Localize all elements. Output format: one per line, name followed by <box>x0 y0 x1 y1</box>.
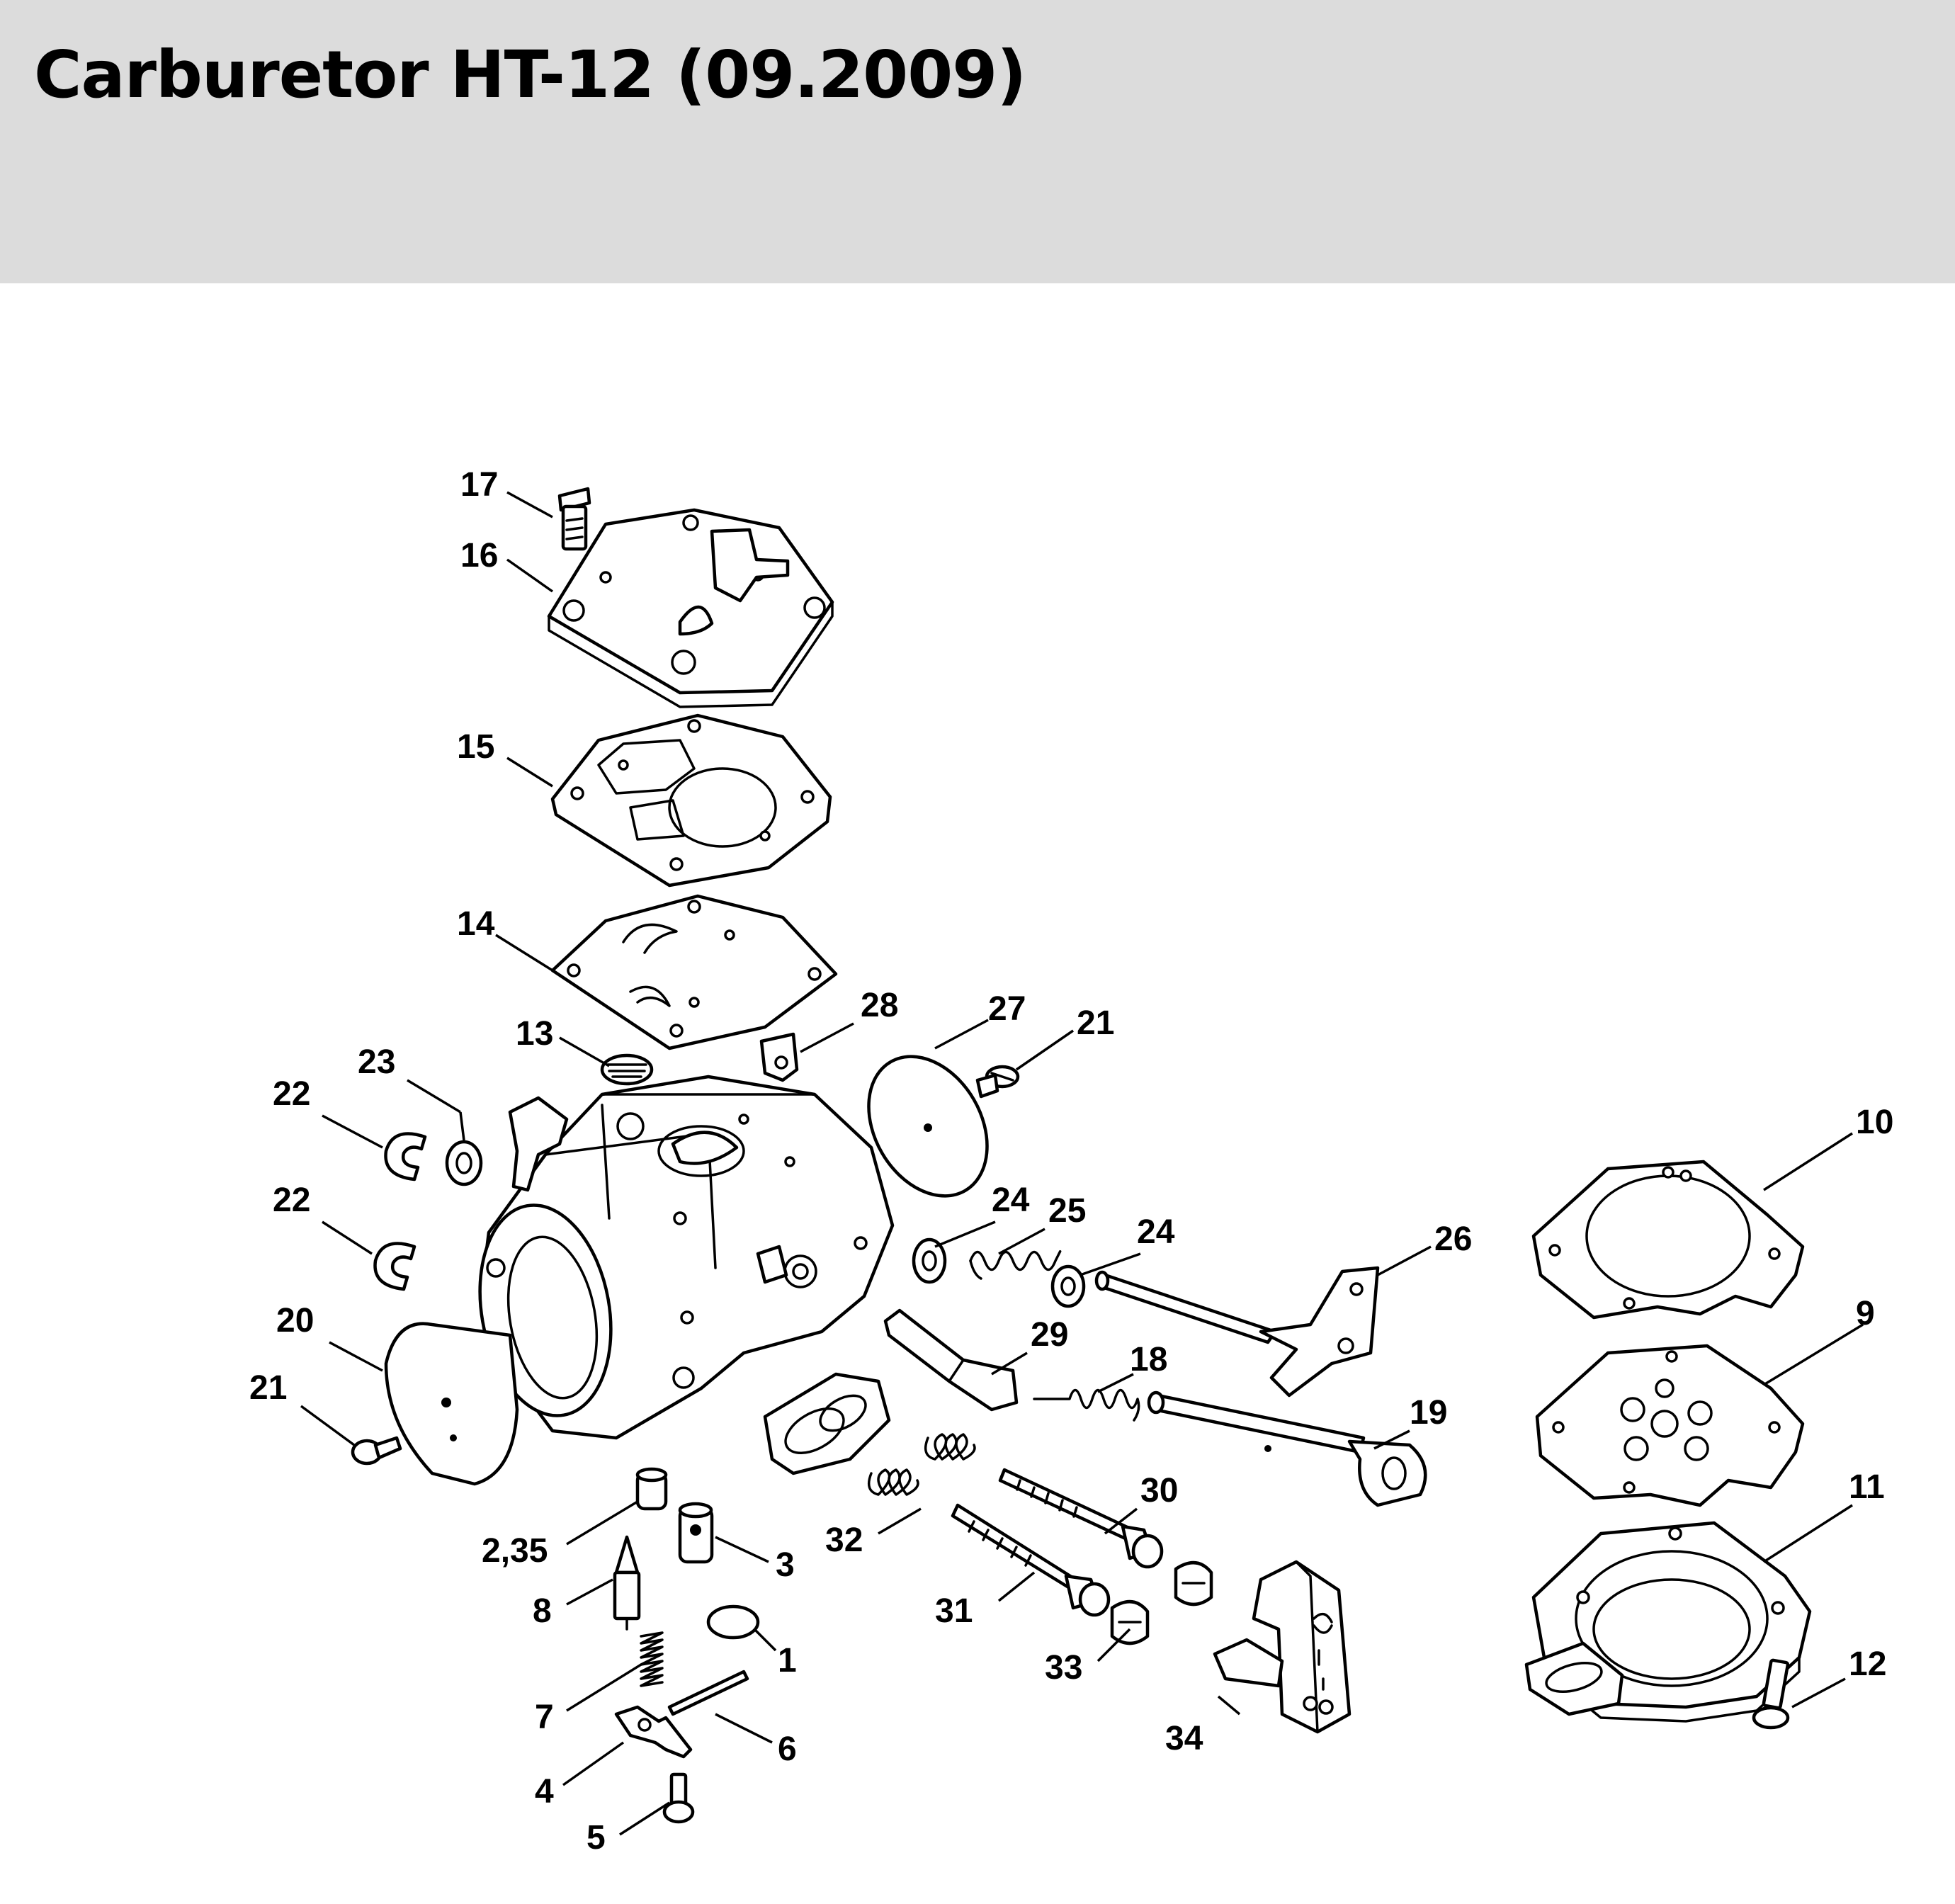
part-11-metering-cover[interactable] <box>1524 1521 1812 1723</box>
callout-18: 18 <box>1130 1341 1167 1378</box>
part-21-screw-left[interactable] <box>351 1436 402 1466</box>
callout-15: 15 <box>457 728 494 766</box>
part-19-choke-shaft[interactable] <box>1147 1390 1427 1507</box>
callout-21-left: 21 <box>249 1369 287 1407</box>
callout-22-top: 22 <box>273 1075 310 1113</box>
part-16-pump-cover[interactable] <box>547 508 834 708</box>
part-32-spring-lower[interactable] <box>867 1468 919 1496</box>
part-17-screw[interactable] <box>557 487 591 551</box>
part-32-spring-upper[interactable] <box>924 1433 976 1461</box>
callout-32: 32 <box>825 1522 863 1559</box>
part-30-adjusting-screw[interactable] <box>998 1468 1164 1569</box>
part-carburetor-body <box>478 1075 895 1475</box>
part-14-pump-diaphragm[interactable] <box>550 894 838 1050</box>
part-9-metering-diaphragm[interactable] <box>1535 1344 1805 1507</box>
callout-4: 4 <box>535 1773 554 1810</box>
part-15-gasket[interactable] <box>550 713 832 888</box>
callout-1: 1 <box>778 1642 797 1679</box>
callout-10: 10 <box>1856 1104 1893 1141</box>
part-12-screw[interactable] <box>1752 1658 1790 1730</box>
callout-22-bottom: 22 <box>273 1182 310 1219</box>
callout-9: 9 <box>1856 1295 1875 1332</box>
callout-24-left: 24 <box>992 1182 1030 1219</box>
part-28-retainer[interactable] <box>759 1032 799 1082</box>
part-34-limiter-plate[interactable] <box>1213 1560 1352 1734</box>
callout-14: 14 <box>457 905 495 943</box>
part-31-adjusting-screw[interactable] <box>951 1503 1111 1617</box>
part-29-lever[interactable] <box>883 1308 1019 1412</box>
callout-31: 31 <box>935 1592 973 1630</box>
callout-33: 33 <box>1045 1649 1082 1687</box>
part-24-washer-left[interactable] <box>912 1237 947 1284</box>
callout-25: 25 <box>1048 1192 1086 1230</box>
callout-6: 6 <box>778 1730 797 1768</box>
part-23-washer[interactable] <box>445 1140 483 1186</box>
part-4-inlet-lever[interactable] <box>614 1705 693 1759</box>
part-21-screw-top[interactable] <box>975 1065 1020 1099</box>
callout-labels: 17 16 15 14 13 28 27 21 23 22 22 10 24 2… <box>249 466 1893 1857</box>
callout-11: 11 <box>1849 1468 1885 1506</box>
part-1-plug[interactable] <box>706 1604 760 1640</box>
callout-17: 17 <box>460 466 498 504</box>
callout-23: 23 <box>358 1043 395 1081</box>
callout-29: 29 <box>1031 1316 1068 1354</box>
part-3-valve[interactable] <box>678 1502 714 1564</box>
part-20-disc[interactable] <box>384 1322 519 1486</box>
part-24-washer-right[interactable] <box>1050 1264 1086 1308</box>
callout-27: 27 <box>988 990 1026 1028</box>
part-26-throttle-shaft[interactable] <box>1094 1266 1380 1398</box>
part-2-35-nozzle[interactable] <box>635 1467 668 1511</box>
part-22-eclip-top[interactable] <box>384 1132 427 1182</box>
callout-13: 13 <box>516 1015 553 1053</box>
part-25-spring[interactable] <box>969 1250 1062 1280</box>
part-5-screw[interactable] <box>662 1772 695 1824</box>
callout-34: 34 <box>1165 1720 1203 1757</box>
callout-28: 28 <box>861 987 898 1024</box>
page-title: Carburetor HT-12 (09.2009) <box>34 37 1026 113</box>
part-22-eclip-bottom[interactable] <box>373 1242 416 1291</box>
part-6-pin[interactable] <box>667 1670 749 1716</box>
part-27-throttle-shutter[interactable] <box>845 1036 1012 1218</box>
callout-24-right: 24 <box>1137 1213 1175 1251</box>
header-bar: Carburetor HT-12 (09.2009) <box>0 0 1955 283</box>
callout-19: 19 <box>1410 1394 1447 1432</box>
callout-16: 16 <box>460 537 498 574</box>
part-33-cap-upper[interactable] <box>1174 1561 1213 1606</box>
callout-30: 30 <box>1140 1472 1178 1509</box>
callout-7: 7 <box>535 1699 554 1736</box>
callout-21-top: 21 <box>1077 1004 1114 1042</box>
callout-20: 20 <box>276 1302 314 1339</box>
part-18-spring[interactable] <box>1033 1388 1140 1422</box>
callout-26: 26 <box>1434 1220 1472 1258</box>
part-7-spring[interactable] <box>640 1631 664 1687</box>
part-13-strainer[interactable] <box>600 1053 654 1086</box>
callout-8: 8 <box>533 1592 552 1630</box>
callout-3: 3 <box>776 1546 795 1584</box>
part-33-cap-lower[interactable] <box>1110 1600 1150 1645</box>
leader-lines <box>300 491 1864 1836</box>
part-8-inlet-needle[interactable] <box>613 1535 641 1631</box>
callout-12: 12 <box>1849 1645 1886 1683</box>
part-10-gasket[interactable] <box>1531 1160 1805 1320</box>
callout-2-35: 2,35 <box>482 1532 548 1570</box>
callout-5: 5 <box>586 1819 606 1857</box>
